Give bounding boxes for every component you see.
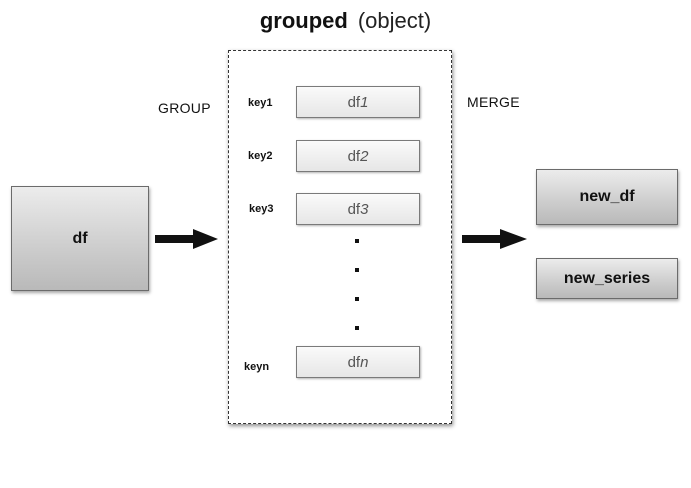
ellipsis-dot xyxy=(355,326,359,330)
df-prefix: df xyxy=(347,93,361,111)
group-key-label: key3 xyxy=(249,203,274,215)
group-key-label: key1 xyxy=(248,97,273,109)
title-main: grouped xyxy=(259,8,348,33)
df-suffix: 3 xyxy=(360,200,369,218)
output-new-series-box: new_series xyxy=(536,258,678,299)
group-arrow xyxy=(155,229,218,249)
df-prefix: df xyxy=(347,353,361,371)
df-prefix: df xyxy=(347,200,361,218)
df-prefix: df xyxy=(347,147,361,165)
group-key-label: key2 xyxy=(248,150,273,162)
merge-label: MERGE xyxy=(467,94,520,110)
df-suffix: n xyxy=(360,353,369,371)
source-df-label: df xyxy=(72,229,88,247)
title-sub: (object) xyxy=(357,8,432,33)
group-key-label: keyn xyxy=(244,361,270,373)
source-df-box: df xyxy=(11,186,149,291)
merge-arrow xyxy=(462,229,527,249)
output-new-series-label: new_series xyxy=(563,269,651,287)
df-suffix: 1 xyxy=(360,93,369,111)
ellipsis-dot xyxy=(355,268,359,272)
ellipsis-dot xyxy=(355,239,359,243)
df-suffix: 2 xyxy=(360,147,369,165)
group-label: GROUP xyxy=(158,100,211,116)
diagram-title: grouped (object) xyxy=(0,8,691,34)
output-new-df-label: new_df xyxy=(579,188,635,205)
ellipsis-dot xyxy=(355,297,359,301)
output-new-df-box: new_df xyxy=(536,169,678,225)
